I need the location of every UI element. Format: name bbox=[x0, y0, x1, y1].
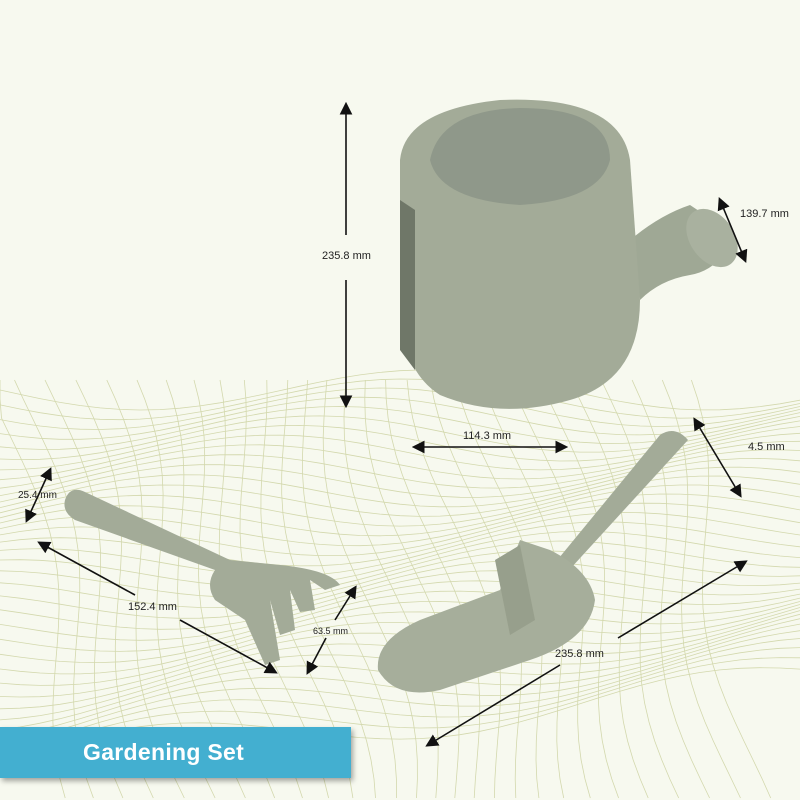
grid-line bbox=[0, 550, 800, 609]
dimension-arrows bbox=[25, 101, 748, 747]
grid-line bbox=[0, 580, 800, 641]
rake-length-label: 152.4 mm bbox=[128, 601, 177, 613]
grid-line bbox=[0, 657, 800, 759]
grid-line bbox=[0, 590, 800, 652]
title-banner: Gardening Set bbox=[0, 727, 351, 778]
grid-line bbox=[600, 379, 680, 799]
can-width-label: 114.3 mm bbox=[463, 430, 512, 442]
grid-line bbox=[0, 466, 800, 517]
shovel-thickness-label: 4.5 mm bbox=[748, 441, 785, 453]
grid-line bbox=[0, 378, 800, 421]
grid-line bbox=[539, 379, 619, 799]
grid-line bbox=[0, 475, 800, 527]
rake bbox=[64, 489, 340, 665]
grid-line bbox=[0, 570, 800, 630]
grid-line bbox=[0, 607, 800, 686]
can-height-label: 235.8 mm bbox=[322, 250, 371, 262]
grid-line bbox=[0, 647, 800, 753]
grid-line bbox=[385, 379, 481, 799]
rake-handle-width-label: 25.4 mm bbox=[18, 490, 57, 501]
title: Gardening Set bbox=[83, 739, 245, 765]
shovel-length-label: 235.8 mm bbox=[555, 648, 604, 660]
grid-line bbox=[661, 379, 741, 799]
grid-line bbox=[0, 457, 800, 508]
grid-line bbox=[364, 379, 460, 799]
spout-width-label: 139.7 mm bbox=[740, 208, 789, 220]
grid-line bbox=[0, 600, 800, 664]
grid-line bbox=[0, 387, 800, 430]
grid-line bbox=[343, 379, 439, 799]
grid-line bbox=[322, 379, 418, 799]
shovel bbox=[377, 431, 688, 693]
watering-can bbox=[400, 99, 738, 409]
grid-line bbox=[302, 379, 397, 799]
grid-line bbox=[0, 540, 800, 598]
grid-line bbox=[0, 484, 800, 537]
grid-line bbox=[569, 379, 649, 799]
grid-line bbox=[0, 560, 800, 619]
rake-head-width-label: 63.5 mm bbox=[313, 626, 349, 636]
grid-line bbox=[0, 638, 800, 747]
grid-line bbox=[0, 604, 800, 675]
grid-line bbox=[0, 369, 800, 411]
